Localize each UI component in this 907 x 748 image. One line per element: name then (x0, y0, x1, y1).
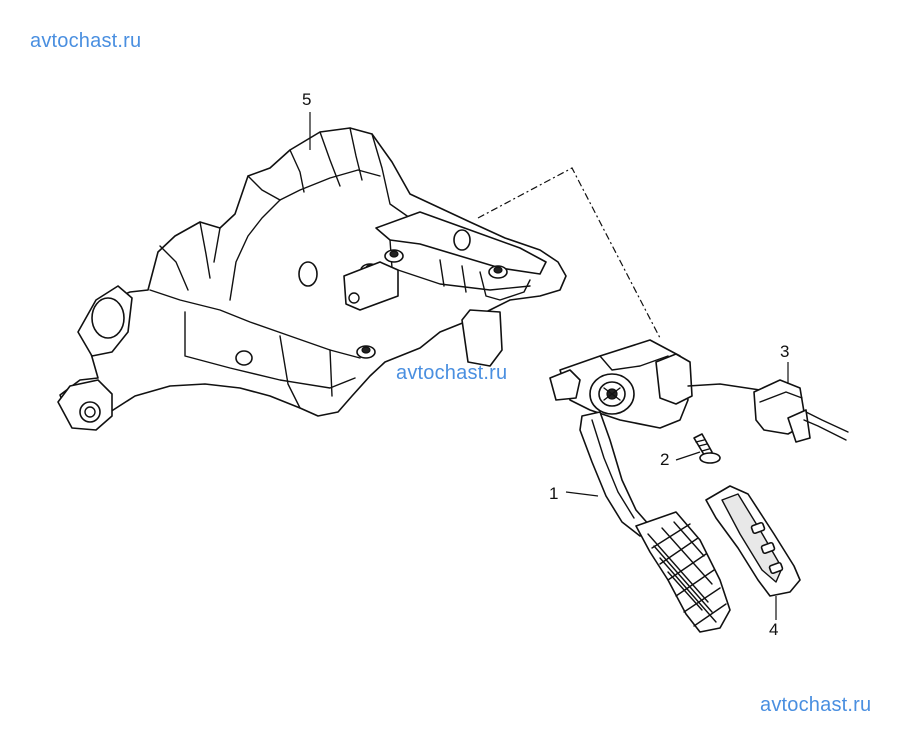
bracket-bolt (384, 249, 404, 263)
assembly-reference-line (477, 167, 661, 339)
bracket-bolt (356, 345, 376, 359)
connector (687, 379, 849, 443)
callout-2: 2 (660, 450, 670, 469)
leader-1 (565, 491, 599, 497)
accelerator-pedal-module (549, 339, 731, 633)
pedal-cap (705, 485, 801, 597)
watermark-top: avtochast.ru (30, 30, 142, 52)
callout-5: 5 (302, 90, 312, 109)
callout-4: 4 (769, 620, 779, 639)
callout-1: 1 (549, 484, 559, 503)
pedal-bracket (57, 127, 567, 431)
bracket-bolt (488, 265, 508, 279)
watermark-middle: avtochast.ru (396, 362, 508, 384)
watermark-bottom: avtochast.ru (760, 694, 872, 716)
callout-3: 3 (780, 342, 790, 361)
leader-2 (675, 451, 701, 461)
screw (693, 433, 721, 464)
